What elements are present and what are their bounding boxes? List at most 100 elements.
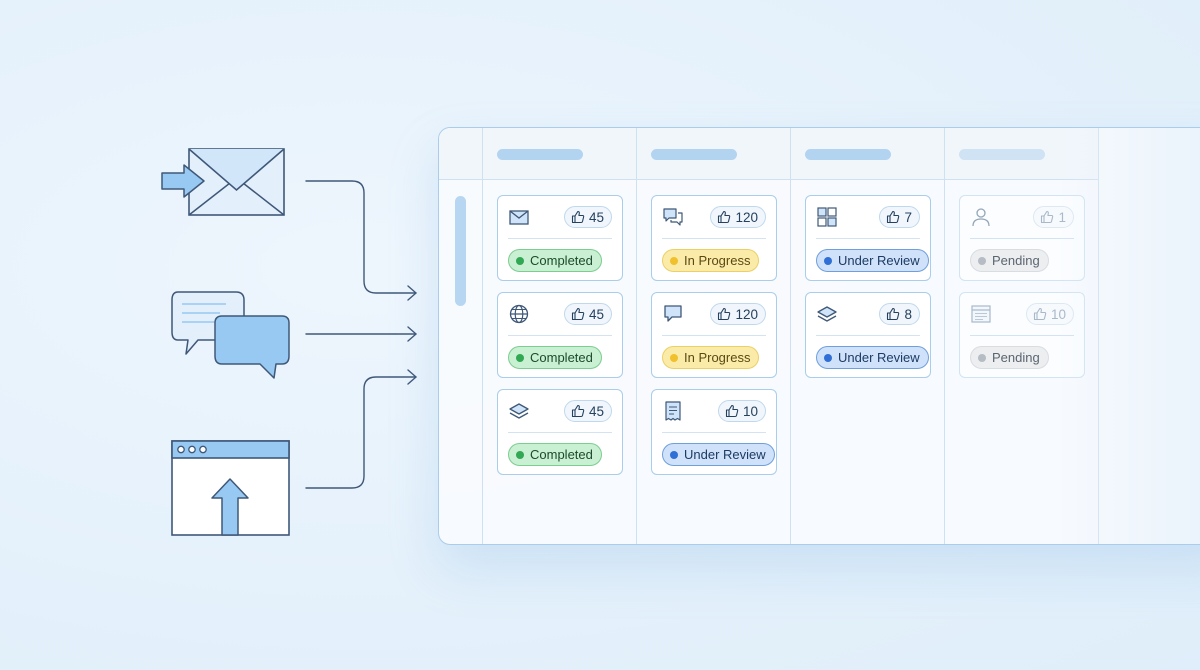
likes-counter[interactable]: 10 [1025,303,1074,325]
task-card[interactable]: 10 Under Review [651,389,777,475]
thumbs-up-icon [1040,210,1054,224]
status-badge[interactable]: Under Review [816,249,929,272]
likes-counter[interactable]: 120 [710,206,766,228]
thumbs-up-icon [725,404,739,418]
thumbs-up-icon [886,210,900,224]
status-badge[interactable]: Pending [970,249,1049,272]
card-divider [662,335,766,336]
status-dot [824,353,832,362]
column-header [945,128,1098,180]
envelope-icon [508,206,530,228]
chat-arrowhead [407,326,417,342]
card-divider [662,432,766,433]
thumbs-up-icon [571,404,585,418]
likes-counter[interactable]: 45 [563,206,612,228]
envelope-with-arrow-icon [161,148,285,216]
email-arrowhead [407,285,417,301]
likes-count: 7 [904,209,912,225]
card-divider [970,238,1074,239]
status-badge[interactable]: Completed [508,346,602,369]
status-label: In Progress [684,253,751,268]
likes-counter[interactable]: 1 [1033,206,1074,228]
status-dot [670,450,678,459]
board-column-1: 45 Completed 45 Completed 45 [483,128,637,544]
column-header [637,128,790,180]
thumbs-up-icon [886,307,900,321]
status-badge[interactable]: In Progress [662,346,760,369]
card-divider [970,335,1074,336]
task-card[interactable]: 45 Completed [497,292,623,378]
likes-count: 45 [588,306,604,322]
column-title-placeholder [651,149,737,160]
thumbs-up-icon [717,307,731,321]
status-dot [978,256,986,265]
status-label: Completed [530,447,593,462]
rail-header [439,128,482,180]
status-badge[interactable]: In Progress [662,249,760,272]
chat-bubbles-icon [171,291,290,379]
task-card[interactable]: 120 In Progress [651,292,777,378]
status-label: Pending [992,253,1040,268]
likes-counter[interactable]: 45 [563,400,612,422]
likes-count: 45 [588,403,604,419]
layers-icon [816,303,838,325]
email-connector [305,180,417,294]
status-badge[interactable]: Pending [970,346,1049,369]
likes-counter[interactable]: 120 [710,303,766,325]
status-badge[interactable]: Under Review [662,443,775,466]
card-divider [662,238,766,239]
receipt-icon [662,400,684,422]
likes-counter[interactable]: 8 [879,303,920,325]
status-label: Under Review [838,253,920,268]
task-card[interactable]: 10 Pending [959,292,1085,378]
column-title-placeholder [805,149,891,160]
status-dot [670,353,678,362]
browser-window-icon [970,303,992,325]
status-badge[interactable]: Completed [508,443,602,466]
board-column-3: 7 Under Review 8 Under Review [791,128,945,544]
likes-count: 10 [1050,306,1066,322]
status-label: Completed [530,350,593,365]
card-divider [508,432,612,433]
status-badge[interactable]: Completed [508,249,602,272]
likes-counter[interactable]: 7 [879,206,920,228]
task-card[interactable]: 7 Under Review [805,195,931,281]
column-title-placeholder [497,149,583,160]
card-divider [508,238,612,239]
status-dot [978,353,986,362]
upload-connector [305,376,417,489]
task-card[interactable]: 1 Pending [959,195,1085,281]
browser-upload-icon [171,440,290,536]
upload-arrowhead [407,369,417,385]
board-rail [439,128,483,544]
task-card[interactable]: 45 Completed [497,195,623,281]
status-label: In Progress [684,350,751,365]
speech-bubble-icon [662,303,684,325]
card-divider [816,238,920,239]
likes-counter[interactable]: 45 [563,303,612,325]
board-column-2: 120 In Progress 120 In Progress 10 [637,128,791,544]
column-title-placeholder [959,149,1045,160]
status-badge[interactable]: Under Review [816,346,929,369]
status-label: Pending [992,350,1040,365]
task-card[interactable]: 45 Completed [497,389,623,475]
status-dot [670,256,678,265]
likes-counter[interactable]: 10 [717,400,766,422]
task-card[interactable]: 120 In Progress [651,195,777,281]
chat-icon [662,206,684,228]
likes-count: 45 [588,209,604,225]
thumbs-up-icon [717,210,731,224]
card-divider [816,335,920,336]
column-header [791,128,944,180]
grid-icon [816,206,838,228]
task-card[interactable]: 8 Under Review [805,292,931,378]
card-divider [508,335,612,336]
chat-source [168,288,293,380]
email-source [160,145,290,220]
status-dot [516,353,524,362]
thumbs-up-icon [571,210,585,224]
vertical-scrollbar[interactable] [455,196,466,306]
likes-count: 120 [735,209,758,225]
kanban-board: 45 Completed 45 Completed 45 [438,127,1200,545]
likes-count: 10 [742,403,758,419]
